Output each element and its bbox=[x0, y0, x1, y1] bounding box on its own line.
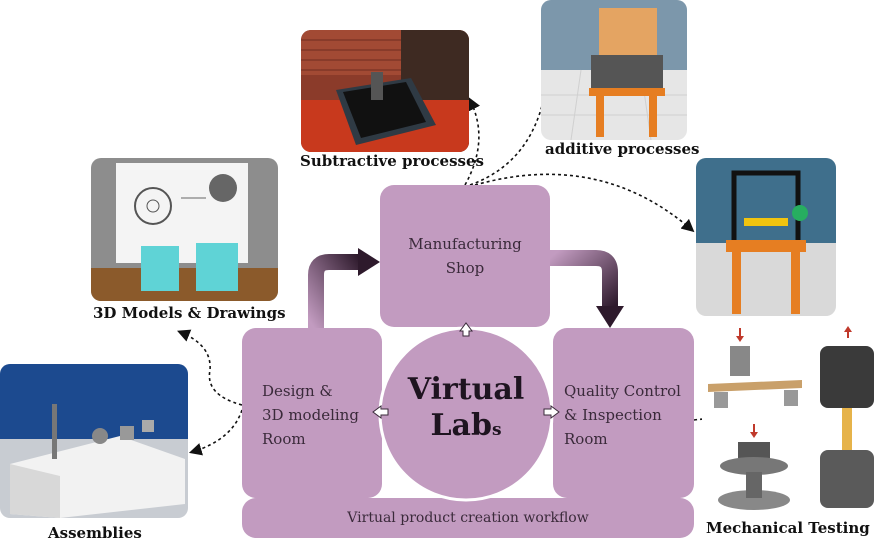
arrow-manufacturing-to-quality bbox=[550, 250, 618, 310]
fdm-printer-photo bbox=[696, 158, 836, 316]
caption-models: 3D Models & Drawings bbox=[93, 304, 286, 322]
dotted-to-models bbox=[177, 329, 243, 406]
center-title: Virtual Labs bbox=[380, 372, 552, 448]
quality-room-box bbox=[553, 328, 694, 498]
caption-additive: additive processes bbox=[545, 140, 700, 158]
manufacturing-label: Manufacturing Shop bbox=[408, 235, 522, 277]
resin-printer-photo bbox=[541, 0, 687, 140]
dotted-to-subtractive bbox=[464, 97, 481, 186]
caption-assemblies: Assemblies bbox=[48, 524, 142, 542]
quality-room-label: Quality Control & Inspection Room bbox=[564, 382, 681, 448]
dotted-to-assemblies bbox=[188, 409, 243, 456]
center-title-line1: Virtual bbox=[407, 372, 525, 407]
design-room-box bbox=[242, 328, 382, 498]
mini-arrow-up bbox=[459, 322, 473, 337]
assemblies-photo bbox=[0, 364, 188, 518]
drawings-photo bbox=[91, 158, 278, 301]
manufacturing-shop-box bbox=[380, 185, 550, 327]
arrow-head-left bbox=[358, 248, 380, 276]
workflow-bar bbox=[242, 498, 694, 538]
mechanical-testing-photo bbox=[702, 324, 878, 516]
design-room-label: Design & 3D modeling Room bbox=[262, 382, 359, 448]
mini-arrow-left bbox=[372, 405, 389, 419]
arrow-design-to-manufacturing bbox=[308, 254, 362, 330]
dotted-to-3d-printer bbox=[474, 173, 695, 233]
cnc-machine-photo bbox=[301, 30, 469, 152]
mini-arrow-right bbox=[543, 405, 560, 419]
caption-testing: Mechanical Testing bbox=[706, 519, 870, 537]
workflow-label: Virtual product creation workflow bbox=[347, 510, 589, 526]
center-title-line2: Labs bbox=[430, 408, 502, 443]
caption-subtractive: Subtractive processes bbox=[300, 152, 484, 170]
arrow-head-right bbox=[596, 306, 624, 328]
